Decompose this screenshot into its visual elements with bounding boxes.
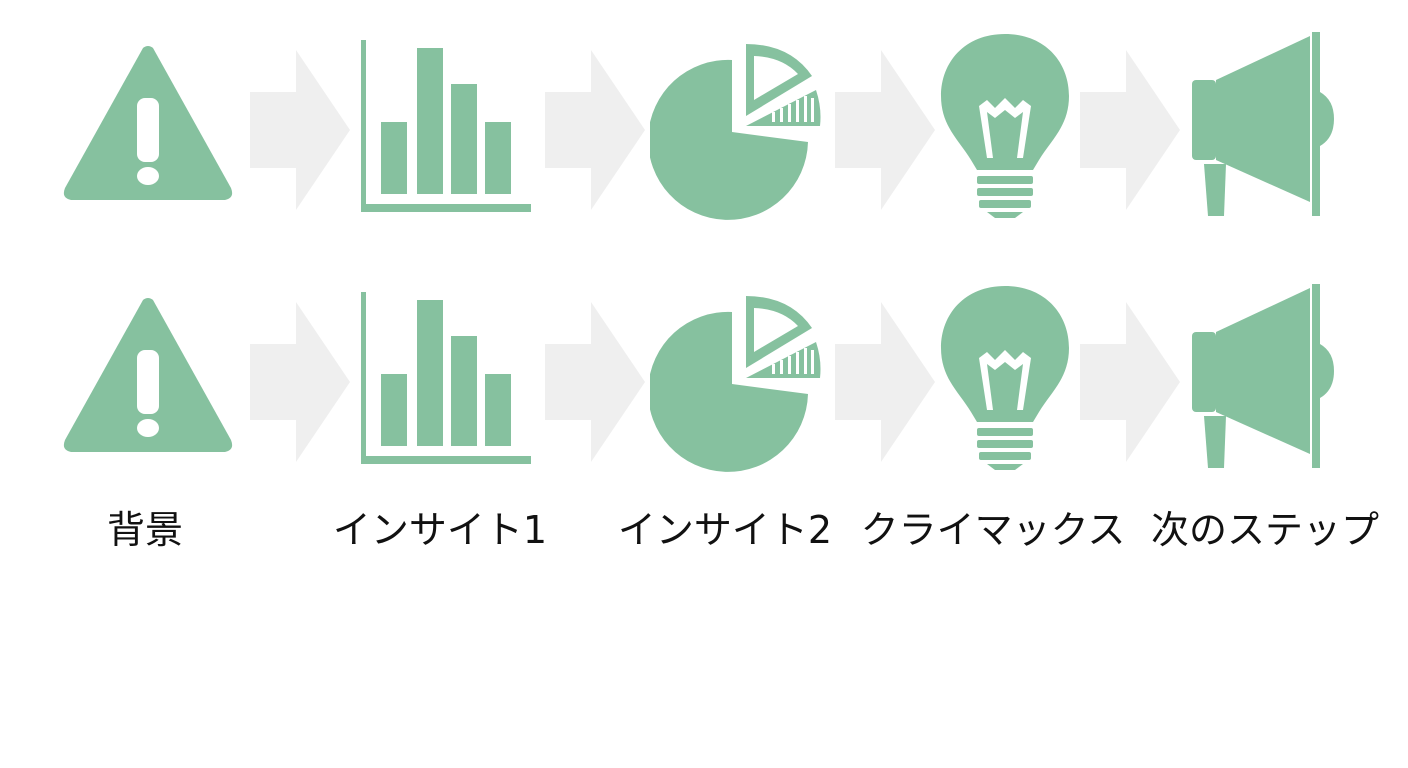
arrow-right-icon <box>250 50 360 210</box>
arrow-right-icon <box>1080 302 1190 462</box>
arrow-right-icon <box>250 302 360 462</box>
lightbulb-icon <box>905 30 1105 220</box>
megaphone-icon <box>1180 30 1380 220</box>
pie-chart-icon <box>650 30 850 220</box>
megaphone-icon <box>1180 282 1380 472</box>
step-label-climax: クライマックス <box>860 508 1126 552</box>
arrow-right-icon <box>545 50 655 210</box>
step-label-next-steps: 次のステップ <box>1150 508 1380 552</box>
step-label-background: 背景 <box>106 508 184 552</box>
arrow-right-icon <box>1080 50 1190 210</box>
icon-row-bottom <box>0 282 1408 472</box>
pie-chart-icon <box>650 282 850 472</box>
arrow-right-icon <box>545 302 655 462</box>
step-label-insight-2: インサイト2 <box>617 508 833 552</box>
lightbulb-icon <box>905 282 1105 472</box>
step-labels: 背景 インサイト1 インサイト2 クライマックス 次のステップ <box>0 500 1408 570</box>
icon-row-top <box>0 30 1408 220</box>
warning-triangle-icon <box>45 282 245 472</box>
bar-chart-icon <box>345 30 545 220</box>
warning-triangle-icon <box>45 30 245 220</box>
bar-chart-icon <box>345 282 545 472</box>
step-label-insight-1: インサイト1 <box>332 508 548 552</box>
